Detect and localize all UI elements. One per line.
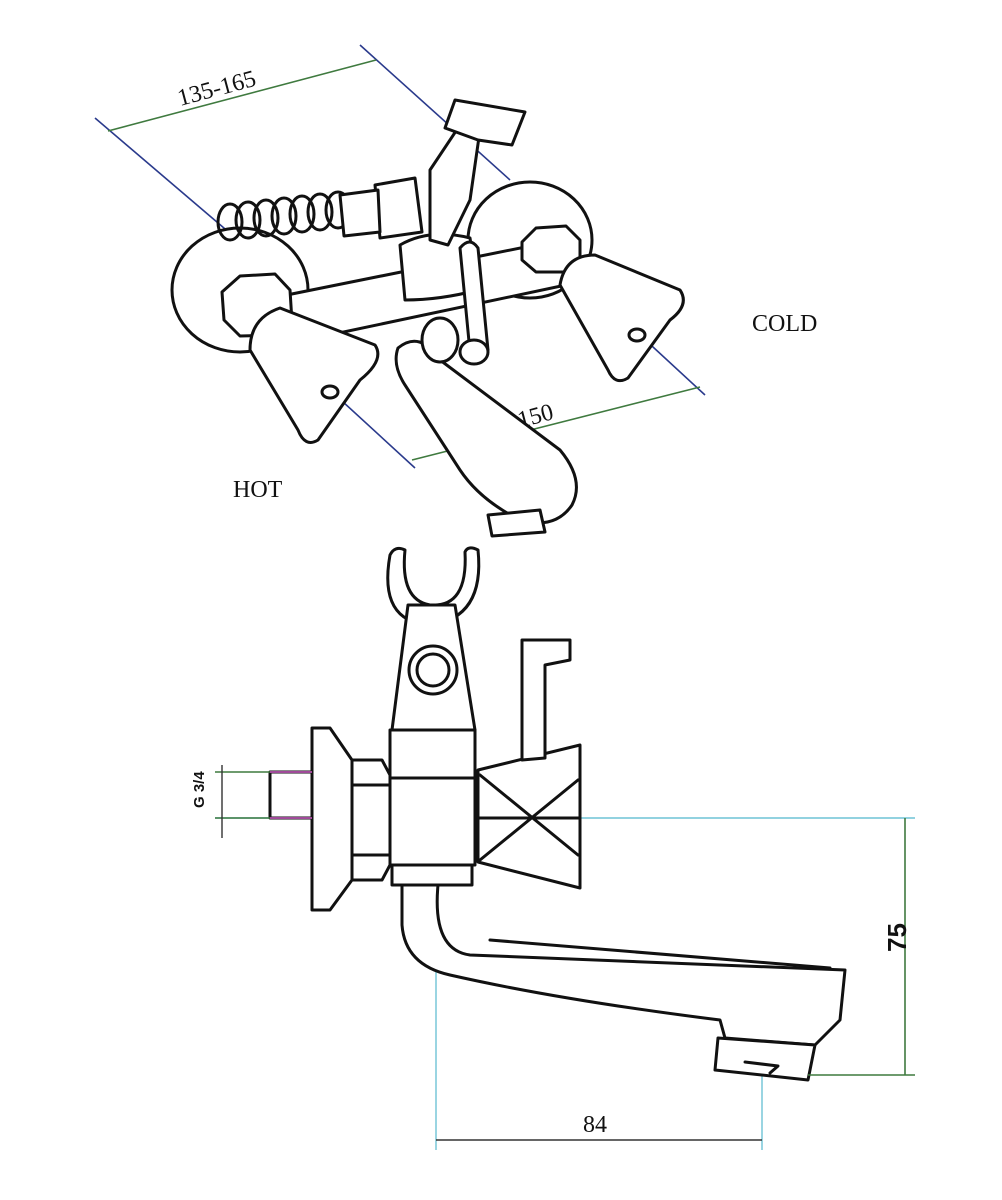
dimension-75: 75 [808, 818, 915, 1076]
side-wall-flange [310, 726, 354, 912]
label-hot: HOT [233, 477, 283, 503]
spout-aerator [486, 508, 547, 538]
spout-collar [390, 863, 474, 887]
dimension-84: 84 [436, 1112, 762, 1141]
diverter-knob[interactable] [458, 338, 490, 366]
hot-indicator-dot [320, 384, 340, 400]
dimension-text-135-165: 135-165 [175, 66, 259, 112]
union-nut [350, 758, 392, 882]
side-lever[interactable] [520, 638, 572, 762]
label-cold: COLD [752, 311, 817, 337]
dimension-text-75: 75 [882, 923, 912, 952]
holder-cradle [443, 98, 527, 147]
extension-line-right [359, 44, 511, 181]
dimension-text-84: 84 [583, 1112, 607, 1138]
dimension-g34: G 3/4 [191, 765, 270, 838]
cold-handle[interactable] [520, 224, 685, 383]
cold-lever-handle[interactable] [558, 253, 685, 383]
diverter-base [420, 316, 460, 364]
dimension-text-g34: G 3/4 [191, 771, 208, 808]
side-aerator [713, 1036, 817, 1082]
dimension-line [107, 59, 377, 132]
side-spout [400, 883, 847, 1047]
perspective-view: 135-165 150 [94, 44, 817, 538]
side-body-block [388, 728, 477, 867]
hot-lever-handle[interactable] [248, 306, 380, 444]
side-view: G 3/4 75 84 [191, 546, 915, 1150]
hose-connector [373, 176, 424, 240]
spout [394, 339, 578, 525]
hot-handle[interactable] [220, 272, 380, 444]
cold-indicator-dot [627, 327, 647, 343]
extension-line-left [94, 117, 239, 241]
hose-spring [216, 188, 382, 242]
inlet-pipe [268, 770, 314, 820]
